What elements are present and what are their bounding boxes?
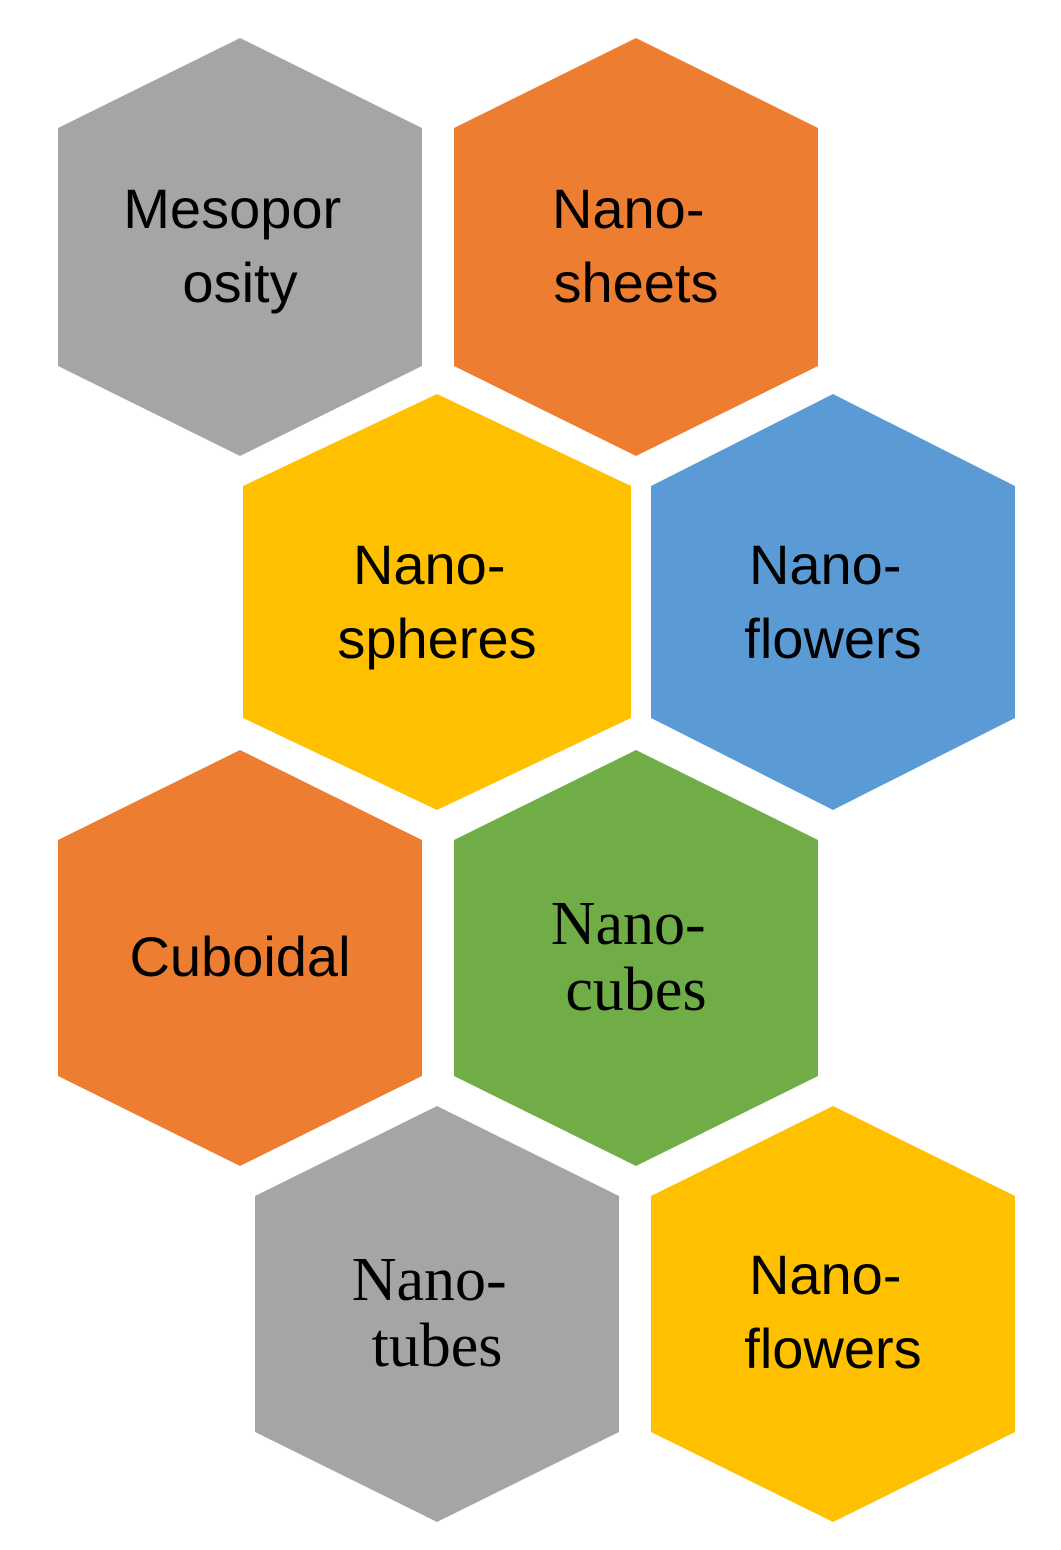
hex-nanoflowers-blue-label: Nano- flowers [744, 533, 921, 670]
hex-nanoflowers-blue: Nano- flowers [651, 394, 1015, 810]
hex-nanospheres: Nano- spheres [243, 394, 631, 810]
hex-nanoflowers-yellow: Nano- flowers [651, 1106, 1015, 1522]
hex-mesoporosity-shape [58, 38, 422, 456]
hex-nanotubes: Nano- tubes [255, 1106, 619, 1522]
hex-nanoflowers-yellow-label: Nano- flowers [744, 1243, 921, 1380]
hex-nanoflowers-blue-shape [651, 394, 1015, 810]
hex-nanotubes-label: Nano- tubes [352, 1246, 522, 1380]
hex-nanosheets-shape [454, 38, 818, 456]
hex-cuboidal-shape [58, 750, 422, 1166]
hex-nanosheets-label: Nano- sheets [552, 177, 720, 314]
hex-nanospheres-label: Nano- spheres [337, 533, 536, 670]
hex-mesoporosity-label: Mesopor osity [123, 177, 356, 314]
hex-cuboidal-label: Cuboidal [129, 925, 350, 988]
hex-nanotubes-shape [255, 1106, 619, 1522]
hex-nanoflowers-yellow-shape [651, 1106, 1015, 1522]
hex-nanospheres-shape [243, 394, 631, 810]
hex-mesoporosity: Mesopor osity [58, 38, 422, 456]
hex-nanocubes: Nano- cubes [454, 750, 818, 1166]
hex-nanocubes-shape [454, 750, 818, 1166]
hex-nanosheets: Nano- sheets [454, 38, 818, 456]
hex-cuboidal: Cuboidal [58, 750, 422, 1166]
hex-nanocubes-label: Nano- cubes [551, 890, 721, 1024]
